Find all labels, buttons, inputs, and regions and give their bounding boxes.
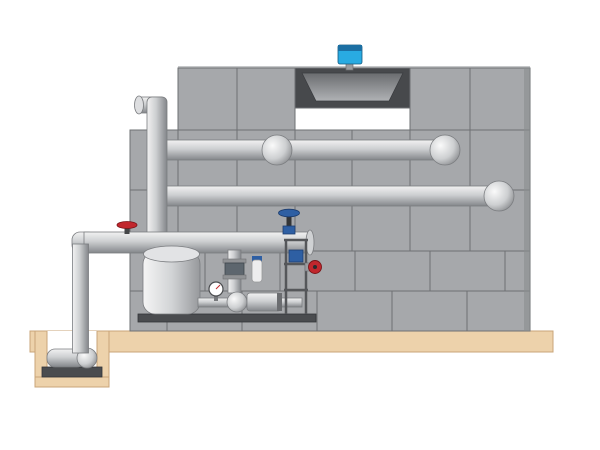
blue-butterfly-valve — [278, 208, 300, 235]
tank-panel — [177, 67, 238, 131]
red-side-valve — [304, 260, 322, 274]
upper-pipe-1 — [157, 139, 449, 161]
blue-valve-stem — [286, 215, 292, 228]
sensor-cap — [338, 45, 362, 51]
gauge-stem — [214, 295, 218, 301]
ball-joint-mid — [261, 134, 293, 166]
drop-pipe-valve — [222, 249, 247, 294]
tank-panel — [391, 290, 468, 332]
skid-base — [137, 313, 317, 323]
tank-right-shade — [524, 68, 530, 331]
pump-casing — [226, 291, 248, 313]
tank-panel — [469, 129, 531, 191]
vessel-top — [143, 245, 200, 263]
drop-valve-flange-top — [222, 258, 247, 264]
sump-drop-pipe — [72, 243, 89, 354]
tank-top-basin — [294, 67, 411, 109]
lower-pipe-main — [83, 231, 311, 254]
booster-pump — [226, 291, 282, 313]
pump-motor — [246, 292, 282, 312]
tank-panel — [236, 67, 296, 131]
feeder-body — [251, 259, 263, 283]
upper-pipe-2 — [157, 185, 499, 207]
riser-vertical — [146, 96, 168, 253]
piping-lower — [71, 208, 315, 354]
gauge-needle — [215, 284, 221, 290]
tank-panel — [466, 290, 531, 332]
tank-panel — [469, 67, 531, 131]
blue-valve-bonnet — [282, 225, 296, 235]
blue-valve-handwheel — [278, 208, 300, 218]
level-sensor — [337, 44, 363, 71]
side-valve-hub — [313, 265, 317, 269]
tank-panel — [316, 290, 393, 332]
sump-pit — [34, 330, 110, 388]
valve-rack-frame — [284, 238, 322, 314]
red-gate-valve — [116, 221, 138, 234]
pit-floor — [34, 376, 110, 388]
piping-upper — [134, 95, 515, 253]
basin-interior — [301, 72, 404, 102]
ball-joint-right-2 — [483, 180, 515, 212]
sump-pump-base — [41, 366, 103, 378]
drop-valve-flange-bottom — [222, 274, 247, 280]
feeder-cap — [252, 256, 262, 262]
pump-skid — [137, 238, 322, 323]
tank-panel — [409, 67, 471, 131]
ball-joint-right-1 — [429, 134, 461, 166]
tank-panel — [429, 250, 506, 292]
sump-pump — [41, 347, 103, 378]
red-valve-stem — [124, 226, 130, 234]
pump-motor-endbell — [277, 293, 282, 311]
riser-stub-cap — [134, 95, 144, 115]
riser-pipe — [134, 95, 168, 253]
chemical-feeder — [251, 256, 263, 283]
tank-panel — [354, 250, 431, 292]
red-valve-handwheel — [116, 221, 138, 229]
pressure-gauge — [208, 281, 224, 301]
pressure-vessel — [142, 245, 201, 315]
drop-valve-body — [224, 262, 245, 276]
frame-actuator-box — [288, 249, 304, 263]
